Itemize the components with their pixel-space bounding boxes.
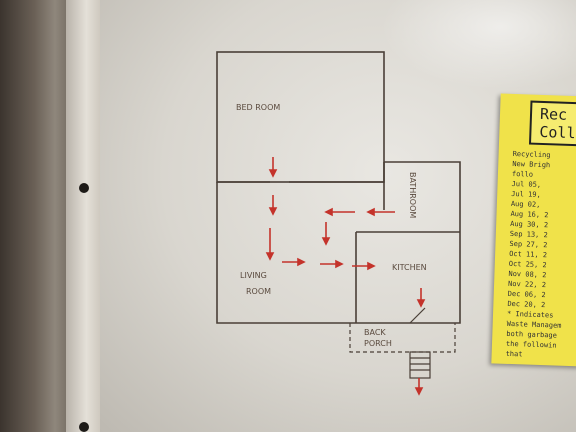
back-porch-outline [349,323,456,353]
flyer-title-line2: Coll [539,122,576,143]
binder-tab-strip [66,0,100,432]
flyer-line: Aug 30, 2 [510,219,549,230]
flyer-line: Dec 06, 2 [507,289,546,300]
flyer-line: Dec 20, 2 [507,299,546,310]
flyer-line: New Brigh [512,159,551,170]
flyer-line: Aug 02, [510,199,541,209]
stairs [409,351,431,379]
flyer-line: Nov 22, 2 [507,279,547,290]
flyer-line: Waste Managem [506,319,562,330]
bathroom-outline [384,161,461,232]
flyer-line: Sep 27, 2 [509,239,548,250]
flyer-header-box: Rec Coll [528,100,576,148]
flyer-line: that [505,349,523,359]
bathroom-label: BATHROOM [408,172,417,218]
flyer-line: Oct 25, 2 [508,259,547,270]
bed-room-label: BED ROOM [236,103,280,112]
flyer-line: Jul 05, [511,179,542,189]
bed-room-outline [216,51,385,183]
flyer-title-line1: Rec [539,104,568,124]
flyer-line: both garbage [506,329,558,340]
flyer-line: Recycling [512,149,551,160]
sheet-glare [380,0,576,90]
flyer-line: Sep 13, 2 [509,229,548,240]
living-room-wall [216,182,356,324]
flyer-line: follo [511,169,534,179]
living-label: LIVING [240,271,267,280]
porch-label: PORCH [364,339,392,348]
flyer-line: the followin [505,339,557,350]
flyer-line: Jul 19, [511,189,541,199]
flyer-line: * Indicates [506,309,554,320]
kitchen-label: KITCHEN [392,263,427,272]
flyer-line: Aug 16, 2 [510,209,549,220]
back-door [409,307,426,324]
flyer-line: Oct 11, 2 [509,249,548,260]
escape-route-arrows [265,157,426,396]
flyer-line: Nov 08, 2 [508,269,547,280]
back-label: BACK [364,328,386,337]
punch-hole [79,422,89,432]
room-label: ROOM [246,287,271,296]
punch-hole [79,183,89,193]
